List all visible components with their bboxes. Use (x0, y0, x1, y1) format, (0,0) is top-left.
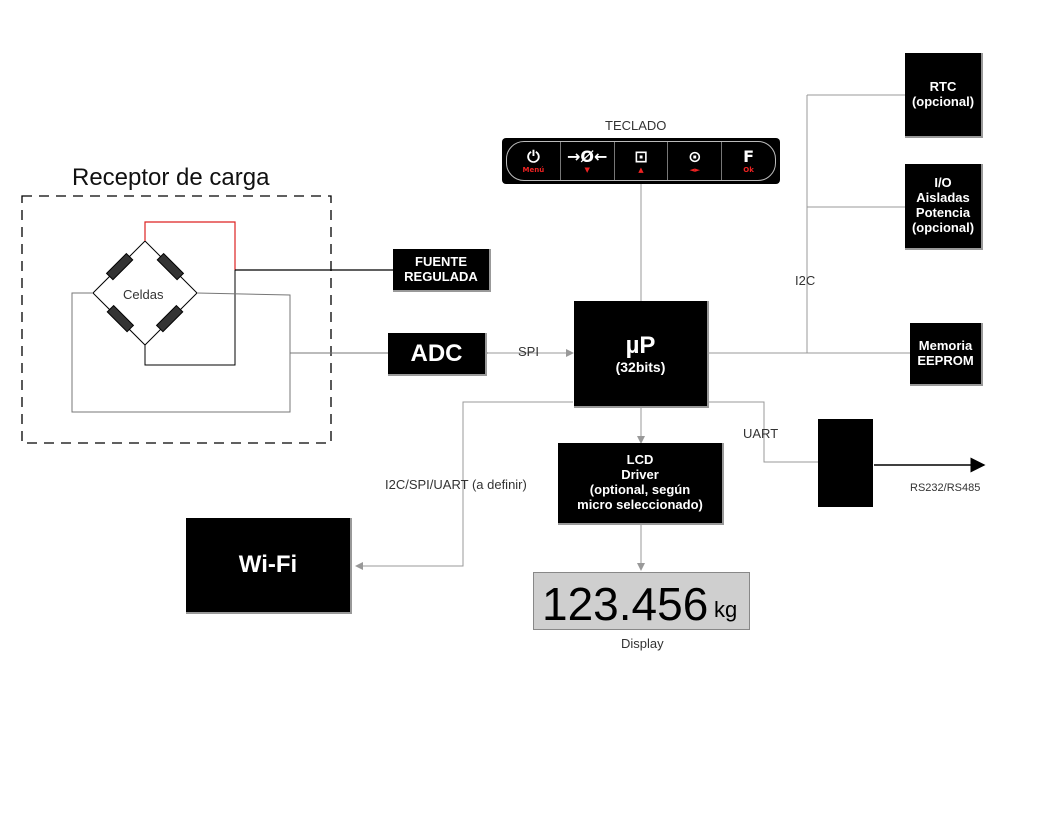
i2c-label: I2C (795, 273, 816, 288)
wifi-bus-label: I2C/SPI/UART (a definir) (385, 477, 527, 492)
display-value: 123.456 (542, 578, 709, 630)
fuente-line-2: REGULADA (404, 268, 478, 284)
memoria-line-2: EEPROM (917, 352, 974, 368)
key-zero-sub: ▼ (584, 165, 590, 174)
key-target-sub: ◄► (689, 165, 701, 174)
adc-label: ADC (410, 339, 463, 367)
uart-label: UART (743, 426, 779, 441)
rtc-block: RTC (opcional) (905, 53, 983, 138)
io-line-2: Aisladas (916, 190, 970, 206)
io-block: I/O Aisladas Potencia (opcional) (905, 164, 983, 250)
i2c-bus (708, 94, 911, 354)
rs-converter-block (818, 419, 873, 507)
key-function-sub: Ok (743, 165, 754, 174)
tare-icon: ⊡ (634, 146, 648, 166)
adc-block: ADC (388, 333, 487, 376)
target-icon: ⊙ (688, 146, 702, 166)
wifi-block: Wi-Fi (186, 518, 352, 614)
fuente-block: FUENTE REGULADA (393, 249, 491, 292)
lcd-line-3: (optional, según (589, 482, 691, 497)
fuente-line-1: FUENTE (415, 253, 467, 269)
io-line-4: (opcional) (911, 219, 975, 235)
signal-wire (71, 292, 291, 413)
uart-link (708, 401, 818, 463)
rtc-line-1: RTC (929, 78, 957, 94)
wifi-label: Wi-Fi (238, 551, 298, 579)
function-icon: F (743, 146, 755, 166)
power-icon: ⏻ (527, 146, 540, 166)
rtc-line-2: (opcional) (911, 93, 975, 109)
lcd-line-4: micro seleccionado) (577, 496, 703, 512)
teclado-label: TECLADO (605, 118, 667, 133)
lcd-line-2: Driver (621, 467, 659, 483)
spi-label: SPI (518, 344, 539, 359)
keypad: ⏻ Menú →Ø← ▼ ⊡ ▲ ⊙ ◄► F Ok (502, 138, 780, 184)
memoria-line-1: Memoria (918, 337, 973, 353)
zero-icon: →Ø← (566, 146, 608, 166)
cells-label: Celdas (123, 287, 164, 302)
display-panel: 123.456 kg (533, 572, 750, 630)
receptor-title: Receptor de carga (72, 164, 270, 191)
excitation-wire (144, 221, 236, 270)
micro-title: µP (625, 331, 656, 359)
key-power[interactable]: ⏻ Menú (507, 142, 561, 180)
lcd-driver-block: LCD Driver (optional, según micro selecc… (558, 443, 724, 525)
io-line-1: I/O (934, 175, 952, 191)
display-label: Display (621, 636, 664, 651)
display-unit: kg (714, 597, 738, 622)
lcd-line-1: LCD (626, 452, 654, 468)
wifi-link (355, 401, 573, 570)
rs-label: RS232/RS485 (910, 482, 981, 494)
key-tare-sub: ▲ (638, 165, 644, 174)
microprocessor-block: µP (32bits) (574, 301, 709, 408)
micro-subtitle: (32bits) (615, 359, 666, 376)
receptor-frame (21, 195, 332, 444)
io-line-3: Potencia (915, 205, 971, 220)
key-zero[interactable]: →Ø← ▼ (561, 142, 615, 180)
key-power-sub: Menú (522, 165, 545, 174)
resistor-icon (105, 252, 185, 333)
key-tare[interactable]: ⊡ ▲ (615, 142, 669, 180)
key-target[interactable]: ⊙ ◄► (668, 142, 723, 180)
memoria-block: Memoria EEPROM (910, 323, 983, 386)
return-wire (144, 270, 236, 366)
key-function[interactable]: F Ok (722, 142, 775, 180)
